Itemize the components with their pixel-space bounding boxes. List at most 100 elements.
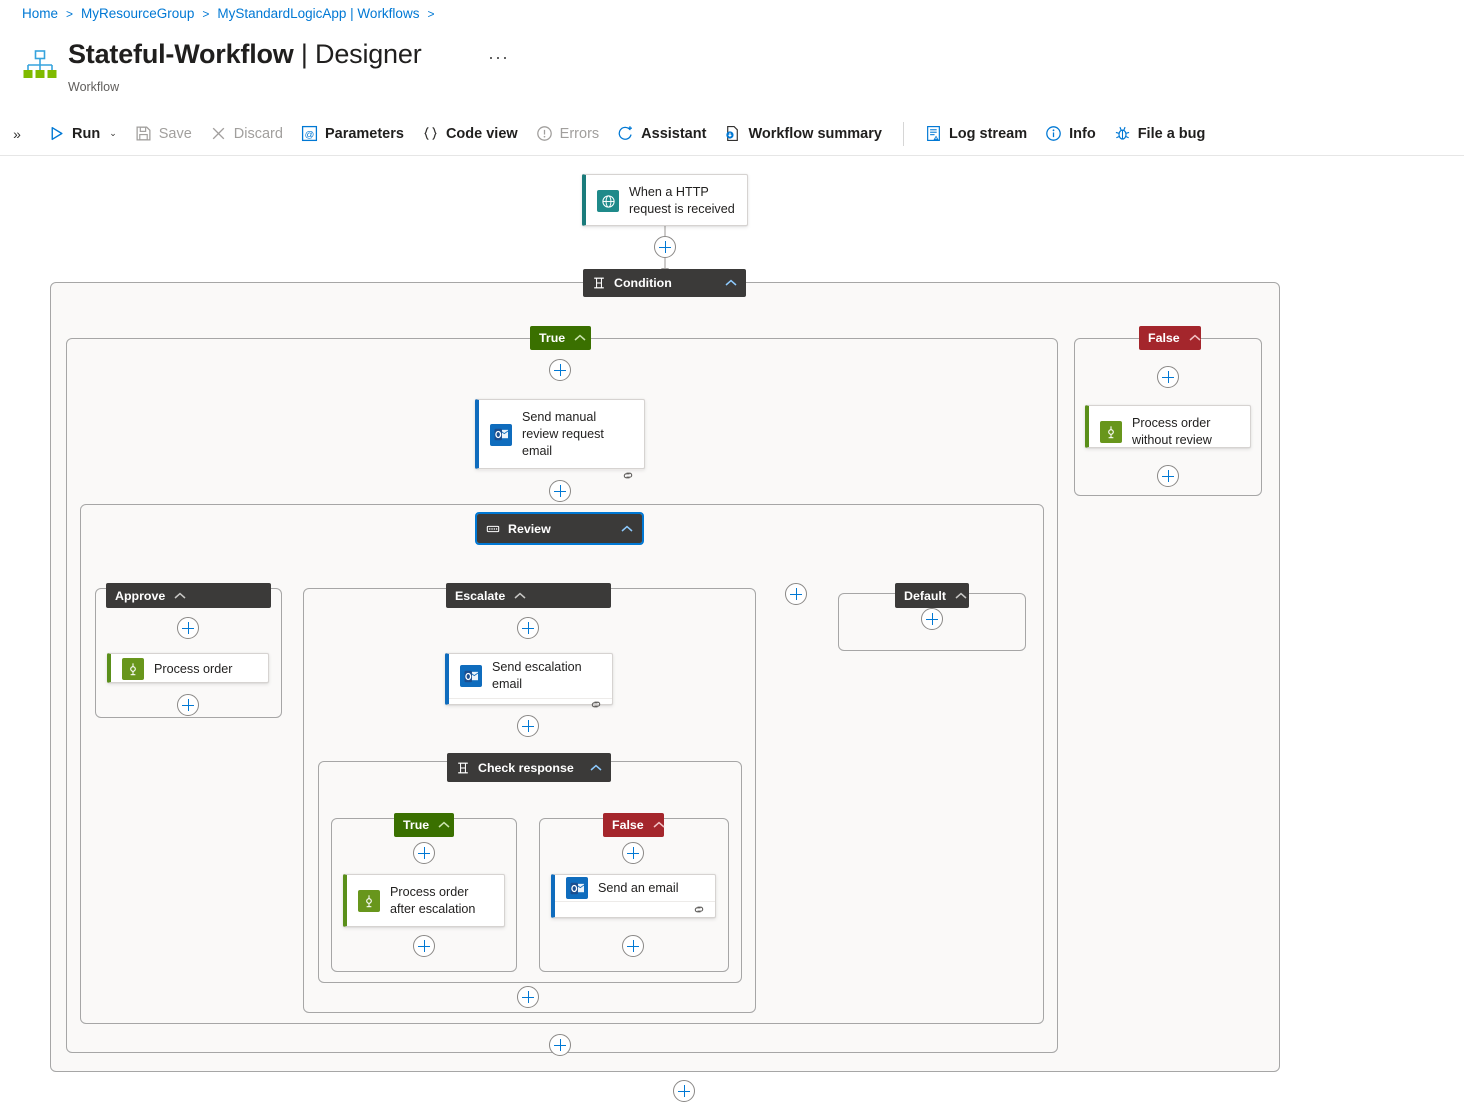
collapse-chevron-icon[interactable] — [590, 764, 602, 772]
add-case-button[interactable] — [785, 583, 807, 605]
add-step-after-manual-review-button[interactable] — [549, 480, 571, 502]
add-step-after-process-order-after-escalation-button[interactable] — [413, 935, 435, 957]
add-step-end-of-true-branch-button[interactable] — [549, 1034, 571, 1056]
collapse-chevron-icon[interactable] — [174, 592, 186, 600]
collapse-chevron-icon[interactable] — [574, 334, 586, 342]
connection-link-icon — [591, 701, 601, 708]
toolbar-divider — [902, 121, 904, 146]
add-step-escalate-case-button[interactable] — [517, 617, 539, 639]
add-step-end-of-escalate-case-button[interactable] — [517, 986, 539, 1008]
collapse-chevron-icon[interactable] — [725, 279, 737, 287]
breadcrumb-separator: > — [202, 6, 210, 21]
curly-braces-icon — [424, 127, 437, 140]
case-escalate-label: Escalate — [455, 588, 506, 603]
add-step-true-branch-button[interactable] — [549, 359, 571, 381]
collapse-chevron-icon[interactable] — [514, 592, 526, 600]
action-card-send-manual-review-request-email[interactable]: Send manual review request email — [475, 399, 645, 479]
add-step-check-response-false-button[interactable] — [622, 842, 644, 864]
action-card-send-an-email[interactable]: Send an email — [551, 874, 716, 918]
collapse-chevron-icon[interactable] — [955, 592, 967, 600]
action-card-footer — [479, 469, 644, 481]
case-approve-label: Approve — [115, 588, 166, 603]
action-card-label: Send manual review request email — [522, 410, 604, 458]
more-options-button[interactable]: ··· — [488, 47, 509, 67]
action-card-process-order-without-review[interactable]: Process order without review — [1085, 405, 1251, 448]
condition-branch-icon — [594, 277, 604, 289]
condition-node-label: Check response — [478, 760, 574, 775]
add-step-after-process-order-without-review-button[interactable] — [1157, 465, 1179, 487]
case-approve-pill[interactable]: Approve — [106, 583, 271, 608]
add-step-end-of-workflow-button[interactable] — [673, 1080, 695, 1102]
add-step-after-trigger-button[interactable] — [654, 236, 676, 258]
condition-true-branch-pill[interactable]: True — [530, 326, 591, 350]
run-button[interactable]: Run ⌄ — [39, 117, 126, 151]
case-default-pill[interactable]: Default — [895, 583, 969, 608]
trigger-card-http-request[interactable]: When a HTTP request is received — [582, 174, 748, 226]
action-card-send-escalation-email[interactable]: Send escalation email — [445, 653, 613, 708]
add-step-after-escalation-email-button[interactable] — [517, 715, 539, 737]
action-card-label: Send an email — [598, 880, 679, 895]
discard-button-label: Discard — [233, 125, 283, 142]
add-step-default-case-button[interactable] — [921, 608, 943, 630]
switch-node-header-review[interactable]: Review — [475, 512, 644, 545]
condition-true-branch-label: True — [539, 331, 566, 345]
breadcrumb-separator: > — [66, 6, 74, 21]
parameters-button[interactable]: @ Parameters — [292, 117, 413, 151]
errors-button[interactable]: Errors — [527, 117, 608, 151]
run-button-label: Run — [72, 125, 101, 142]
check-response-true-label: True — [403, 818, 430, 832]
condition-node-header-check-response[interactable]: Check response — [447, 753, 611, 782]
action-card-process-order-after-escalation[interactable]: Process order after escalation — [343, 874, 505, 927]
code-view-button-label: Code view — [445, 125, 518, 142]
action-card-body: Process order — [111, 654, 268, 684]
collapse-chevron-icon[interactable] — [1189, 334, 1201, 342]
code-view-button[interactable]: Code view — [413, 117, 527, 151]
action-card-body: Send manual review request email — [479, 400, 644, 469]
connection-link-icon — [623, 472, 633, 479]
action-card-body: Process order after escalation — [347, 875, 504, 926]
azure-function-icon — [1100, 421, 1122, 443]
check-response-false-pill[interactable]: False — [603, 813, 665, 837]
condition-false-branch-label: False — [1148, 331, 1180, 345]
assistant-sparkle-icon — [618, 126, 633, 140]
expand-nav-icon[interactable]: » — [13, 125, 21, 142]
command-toolbar: » Run ⌄ Save Discard @ Parameters — [0, 112, 1464, 156]
save-button[interactable]: Save — [126, 117, 201, 151]
errors-button-label: Errors — [559, 125, 600, 142]
page-title: Stateful-Workflow | Designer — [68, 39, 422, 70]
discard-button[interactable]: Discard — [201, 117, 292, 151]
assistant-button[interactable]: Assistant — [608, 117, 715, 151]
check-response-false-label: False — [612, 818, 644, 832]
breadcrumb-item-home[interactable]: Home — [22, 6, 59, 21]
summary-download-icon — [726, 126, 739, 141]
breadcrumb-item-resource-group[interactable]: MyResourceGroup — [81, 6, 195, 21]
action-card-process-order[interactable]: Process order — [107, 653, 269, 683]
add-step-check-response-true-button[interactable] — [413, 842, 435, 864]
workflow-summary-button[interactable]: Workflow summary — [715, 117, 891, 151]
action-card-body: Send escalation email — [449, 654, 612, 698]
collapse-chevron-icon[interactable] — [438, 821, 450, 829]
add-step-after-send-an-email-button[interactable] — [622, 935, 644, 957]
info-button[interactable]: Info — [1036, 117, 1105, 151]
close-x-icon — [212, 127, 225, 140]
action-card-label: Process order — [154, 661, 233, 676]
outlook-icon — [566, 877, 588, 899]
add-step-false-branch-button[interactable] — [1157, 366, 1179, 388]
add-step-approve-case-button[interactable] — [177, 617, 199, 639]
chevron-down-icon[interactable]: ⌄ — [109, 128, 117, 138]
log-stream-icon — [927, 126, 940, 141]
collapse-chevron-icon[interactable] — [653, 821, 665, 829]
add-step-after-process-order-button[interactable] — [177, 694, 199, 716]
workflow-designer-canvas[interactable]: When a HTTP request is received Conditio… — [0, 156, 1464, 1108]
check-response-true-pill[interactable]: True — [394, 813, 454, 837]
workflow-hierarchy-icon — [22, 47, 58, 83]
file-a-bug-button[interactable]: File a bug — [1105, 117, 1215, 151]
condition-node-header[interactable]: Condition — [583, 269, 746, 297]
file-a-bug-button-label: File a bug — [1137, 125, 1206, 142]
breadcrumb-item-logic-app[interactable]: MyStandardLogicApp | Workflows — [217, 6, 420, 21]
case-escalate-pill[interactable]: Escalate — [446, 583, 611, 608]
condition-false-branch-pill[interactable]: False — [1139, 326, 1201, 350]
log-stream-button[interactable]: Log stream — [916, 117, 1036, 151]
collapse-chevron-icon[interactable] — [621, 525, 633, 533]
svg-text:@: @ — [305, 129, 315, 140]
